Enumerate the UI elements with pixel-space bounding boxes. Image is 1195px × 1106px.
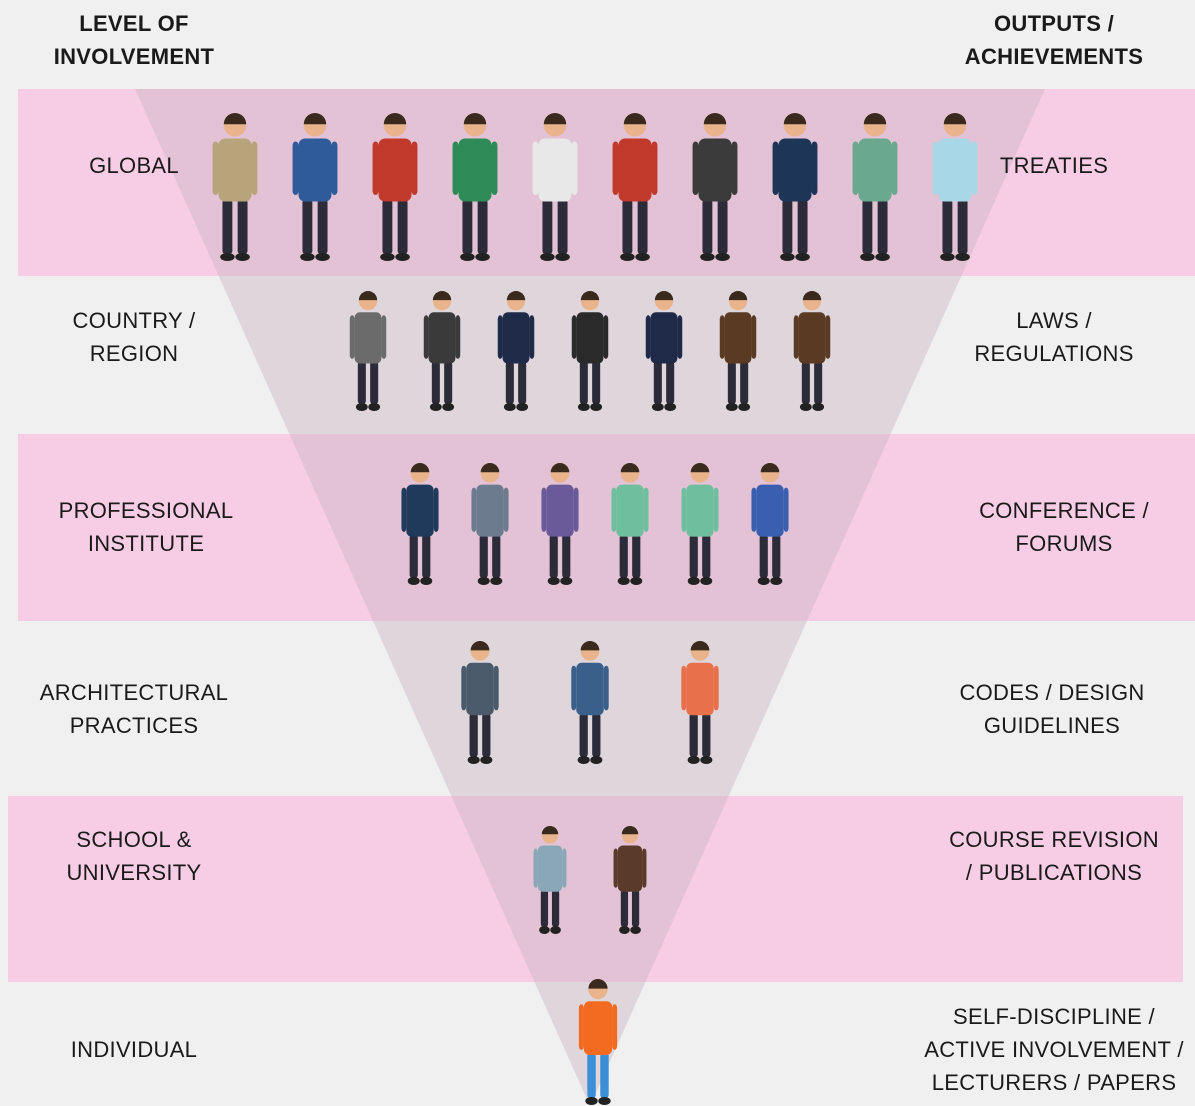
output-self-discipline-label: SELF-DISCIPLINE / ACTIVE INVOLVEMENT / L… [924,1004,1184,1095]
person-figure-level-2-7 [793,291,831,411]
person-figure-level-5-1 [533,826,567,934]
person-figure-level-1-9 [852,113,898,261]
person-figure-level-4-2 [571,641,609,764]
person-figure-level-1-2 [292,113,338,261]
level-country-label: COUNTRY / REGION [72,308,196,366]
person-figure-level-3-6 [751,462,789,585]
person-figure-level-1-8 [772,113,818,261]
header-outputs-achievements: OUTPUTS / ACHIEVEMENTS [964,11,1144,69]
output-conference-label: CONFERENCE / FORUMS [979,498,1149,556]
band-professional [18,434,1195,621]
person-figure-level-1-1 [212,113,258,261]
output-codes-label: CODES / DESIGN GUIDELINES [959,680,1145,738]
person-figure-level-6-1 [578,979,618,1105]
level-global-label: GLOBAL [89,153,179,178]
person-figure-level-2-2 [423,291,461,411]
person-figure-level-1-7 [692,113,738,261]
level-professional-label: PROFESSIONAL INSTITUTE [58,498,234,556]
person-figure-level-4-1 [461,641,499,764]
level-school-label: SCHOOL & UNIVERSITY [66,827,202,885]
person-figure-level-4-3 [681,641,719,764]
person-figure-level-2-5 [645,291,683,411]
person-figure-level-3-4 [611,463,649,585]
person-figure-level-1-10 [932,113,978,261]
person-figure-level-3-3 [541,463,579,585]
person-figure-level-1-6 [612,113,658,261]
header-level-of-involvement: LEVEL OF INVOLVEMENT [53,11,215,69]
output-laws-label: LAWS / REGULATIONS [974,308,1134,366]
person-figure-level-2-4 [571,291,609,411]
person-figure-level-1-4 [452,113,498,261]
person-figure-level-1-3 [372,113,418,261]
person-figure-level-2-6 [719,291,757,411]
person-figure-level-3-1 [401,463,439,585]
person-figure-level-2-1 [349,291,387,411]
person-figure-level-3-2 [471,463,509,585]
person-figure-level-1-5 [532,113,578,261]
band-school [8,796,1183,982]
output-course-label: COURSE REVISION / PUBLICATIONS [949,827,1159,885]
person-figure-level-5-2 [613,826,647,934]
person-figure-level-2-3 [497,291,535,411]
person-figure-level-3-5 [681,462,719,585]
output-treaties-label: TREATIES [999,153,1109,178]
level-architectural-label: ARCHITECTURAL PRACTICES [39,680,229,738]
level-individual-label: INDIVIDUAL [70,1037,198,1062]
